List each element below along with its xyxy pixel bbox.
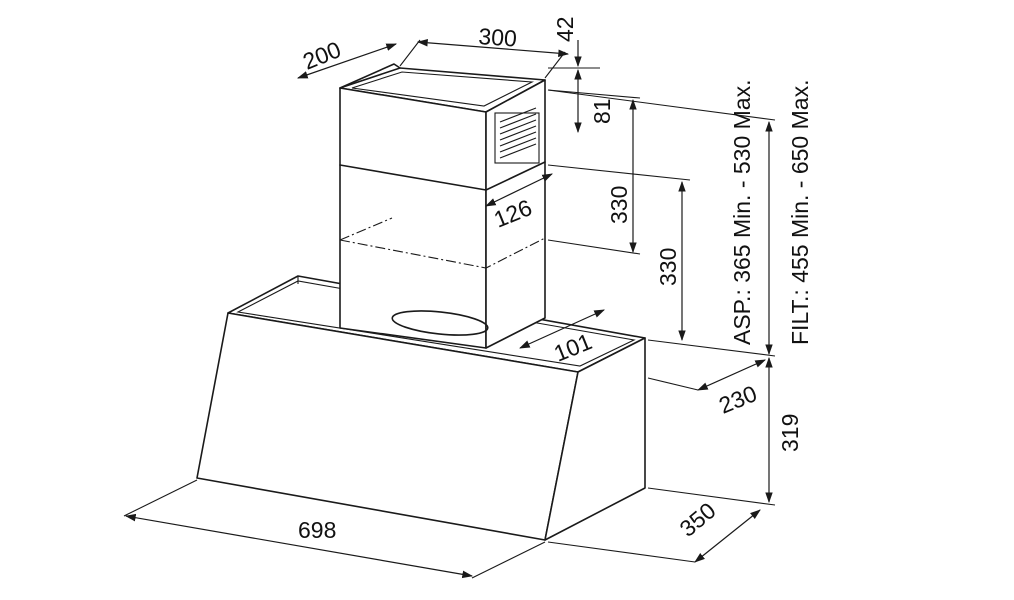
label-chimney-depth: 200: [299, 36, 344, 74]
label-hood-depth: 350: [675, 497, 721, 542]
label-bracket: 81: [589, 98, 615, 124]
label-hood-height: 319: [777, 414, 803, 452]
label-filt-range: FILT.: 455 Min. - 650 Max.: [787, 80, 813, 345]
dimension-labels: 300 200 42 81 330 330 126 101 230 319 69…: [298, 16, 813, 543]
vent-grille: [494, 107, 540, 164]
label-wall-offset: 230: [715, 380, 760, 418]
chimney-front-face: [339, 87, 487, 349]
air-outlet: [391, 310, 489, 336]
label-lower-chimney: 330: [655, 248, 681, 286]
label-chimney-top: 42: [552, 16, 578, 42]
label-chimney-width: 300: [478, 23, 518, 52]
hood-side-face: [544, 337, 646, 541]
label-asp-range: ASP.: 365 Min. - 530 Max.: [729, 80, 755, 346]
label-hood-width: 698: [298, 517, 336, 543]
dimension-lines: [123, 39, 776, 579]
label-upper-chimney: 330: [606, 186, 632, 224]
